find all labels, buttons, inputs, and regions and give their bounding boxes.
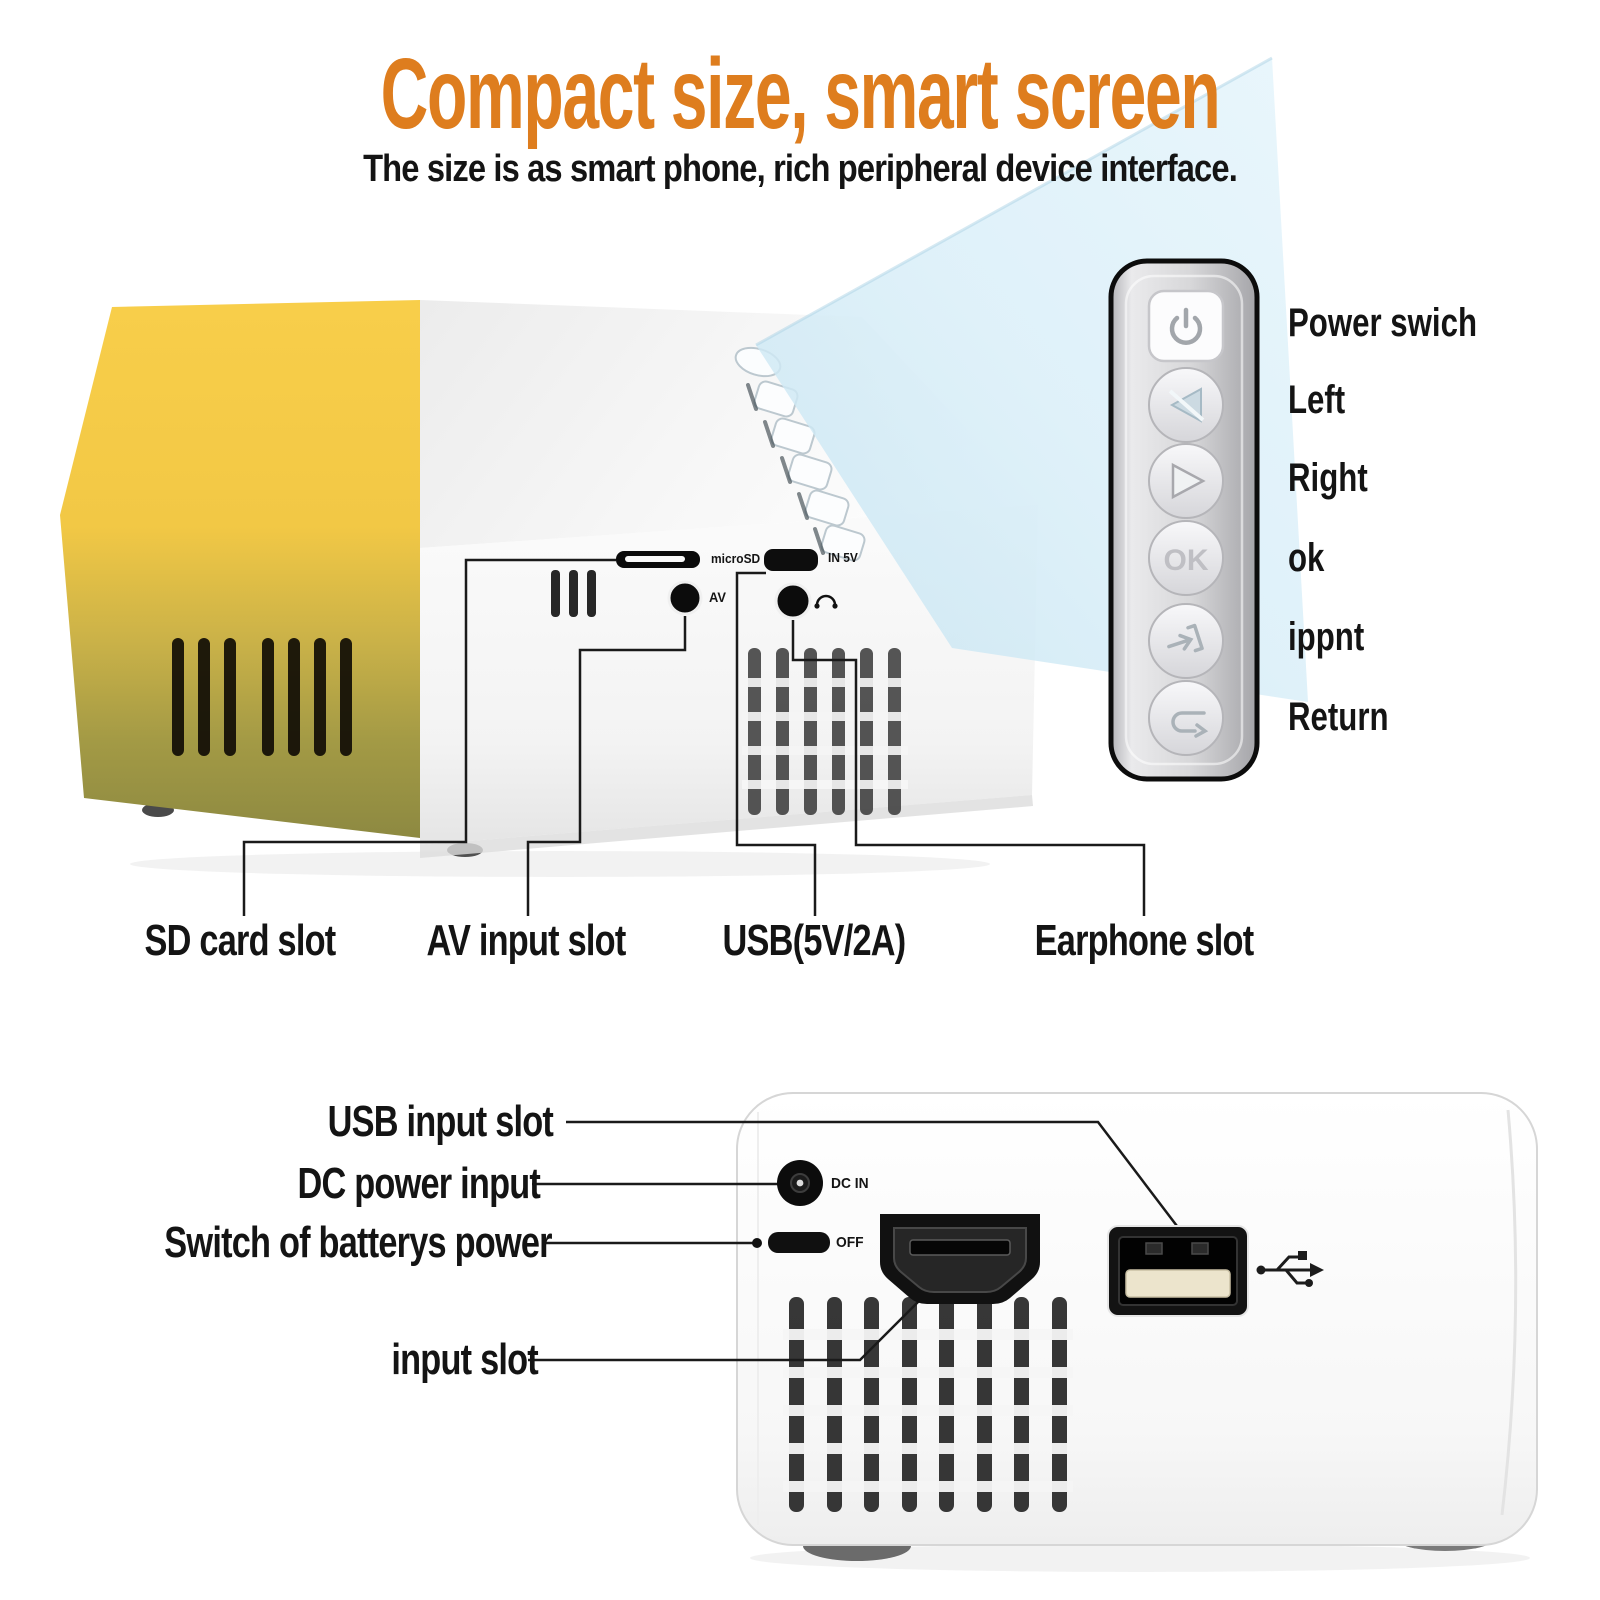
callout-earphone-slot: Earphone slot [1034,916,1254,965]
input-source-icon [1167,623,1204,653]
callout-sd-card-slot: SD card slot [144,916,337,965]
callout-lines-top [242,558,1146,916]
av-print-label: AV [709,589,726,605]
usb-icon [1256,1251,1324,1287]
callout-dc-power-input: DC power input [297,1159,540,1208]
label-input: ippnt [1288,615,1365,659]
callout-line-usb-input [566,1120,1181,1231]
page-subtitle: The size is as smart phone, rich periphe… [363,148,1238,190]
label-ok: ok [1288,536,1325,580]
page-title: Compact size, smart screen [380,38,1221,150]
callout-av-input-slot: AV input slot [426,916,627,965]
right-arrow-icon [1171,462,1206,500]
input-button [1148,603,1224,679]
ok-button: OK [1148,520,1224,596]
off-print-label: OFF [836,1234,864,1251]
right-button [1148,443,1224,519]
label-left: Left [1288,378,1346,422]
bottom-body [736,1092,1538,1546]
av-port [667,580,703,616]
callout-usb-5v: USB(5V/2A) [722,916,907,965]
side-vents [172,638,352,756]
label-power-switch: Power swich [1288,301,1478,345]
power-in-port [764,549,818,571]
headphone-icon [814,594,838,609]
callout-line-earphone [791,620,1146,916]
callout-line-sd [242,558,616,916]
power-in-print-label: IN 5V [828,550,858,565]
callout-line-av [526,616,687,916]
callout-input-slot: input slot [391,1335,538,1384]
usb-port [1107,1225,1249,1317]
bottom-projector [528,1092,1538,1572]
power-icon [1169,307,1203,345]
ok-button-text: OK [1164,544,1209,577]
return-button [1148,680,1224,756]
top-projector [60,300,1038,877]
callout-line-usb [735,571,817,916]
hdmi-port [880,1214,1040,1304]
callout-battery-switch: Switch of batterys power [164,1218,553,1267]
front-vents-small [551,570,596,617]
yellow-side-face [60,300,420,838]
power-button [1147,289,1225,363]
label-return: Return [1288,695,1389,739]
microsd-print-label: microSD [711,551,761,566]
top-buttons-strip [734,346,866,562]
return-icon [1171,711,1209,738]
dc-in-port [777,1160,823,1206]
callout-usb-input-slot: USB input slot [327,1097,554,1146]
battery-switch [752,1232,830,1253]
dc-in-print-label: DC IN [831,1175,869,1192]
front-vents-right [742,648,908,815]
remote-panel: OK [1108,258,1260,782]
left-button [1148,367,1224,443]
label-right: Right [1288,456,1368,500]
earphone-port [774,582,812,620]
